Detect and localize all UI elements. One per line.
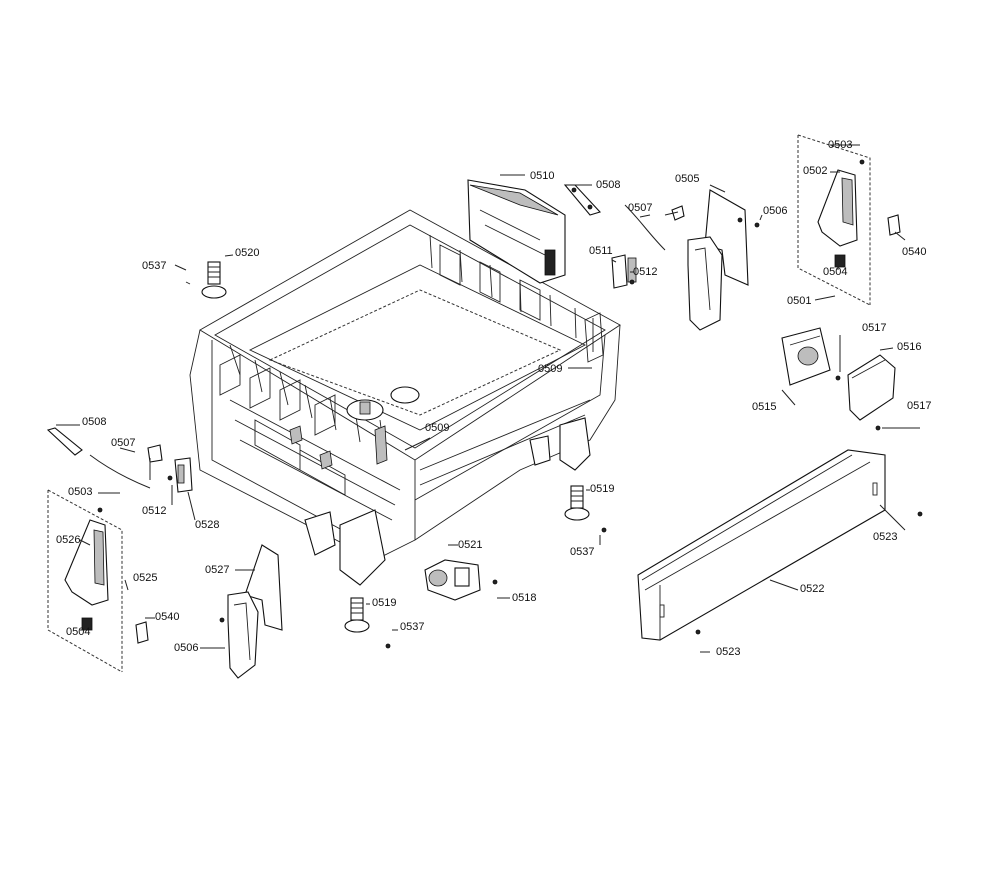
label-0523-lower: 0523 [716,646,740,658]
part-0501-hinge-group-right [797,134,901,306]
label-0503-left: 0503 [68,486,92,498]
part-0505-hinge-arm [687,189,760,331]
label-0522: 0522 [800,583,824,595]
callout-labels: 0510 0508 0507 0505 0506 0503 0502 0540 … [56,139,931,658]
label-0527: 0527 [205,564,229,576]
part-0507-top [624,204,685,251]
label-0537-top: 0537 [142,260,166,272]
label-0507-left: 0507 [111,437,135,449]
label-0525: 0525 [133,572,157,584]
part-0527-hinge-arm [219,544,283,679]
label-0540: 0540 [902,246,926,258]
label-0508-left: 0508 [82,416,106,428]
part-0526-hinge-group-left [47,489,149,673]
label-0520: 0520 [235,247,259,259]
label-0504-left: 0504 [66,626,90,638]
label-0507: 0507 [628,202,652,214]
label-0515: 0515 [752,401,776,413]
part-0508-top [563,184,602,216]
label-0503: 0503 [828,139,852,151]
label-0505: 0505 [675,173,699,185]
label-0502: 0502 [803,165,827,177]
label-0504: 0504 [823,266,847,278]
label-0516: 0516 [897,341,921,353]
label-0537-right: 0537 [570,546,594,558]
base-frame [189,209,621,586]
label-0510: 0510 [530,170,554,182]
part-0519-foot-lower [344,597,391,649]
label-0511: 0511 [589,245,613,257]
part-0522-kick-panel [637,449,923,641]
part-0515-0516-0517 [781,327,896,431]
label-0512-top: 0512 [633,266,657,278]
label-0519-right: 0519 [590,483,614,495]
label-0509-top: 0509 [538,363,562,375]
label-0526: 0526 [56,534,80,546]
label-0521: 0521 [458,539,482,551]
part-0511-0512-top [611,254,637,289]
part-0510-dispenser [467,179,566,284]
part-0521-valve [424,559,498,601]
label-0506: 0506 [763,205,787,217]
label-0518: 0518 [512,592,536,604]
label-0523-right: 0523 [873,531,897,543]
label-0519-lower: 0519 [372,597,396,609]
label-0508: 0508 [596,179,620,191]
part-0519-foot-right [564,485,607,533]
label-0517-top: 0517 [862,322,886,334]
label-0517-bottom: 0517 [907,400,931,412]
label-0528: 0528 [195,519,219,531]
label-0540-left: 0540 [155,611,179,623]
part-0508-0507-left [46,427,163,489]
label-0506-lower: 0506 [174,642,198,654]
label-0537-lower: 0537 [400,621,424,633]
label-0501: 0501 [787,295,811,307]
part-0512-0528-left [167,457,193,493]
label-0512-left: 0512 [142,505,166,517]
label-0509-center: 0509 [425,422,449,434]
part-0520-foot [185,261,227,299]
